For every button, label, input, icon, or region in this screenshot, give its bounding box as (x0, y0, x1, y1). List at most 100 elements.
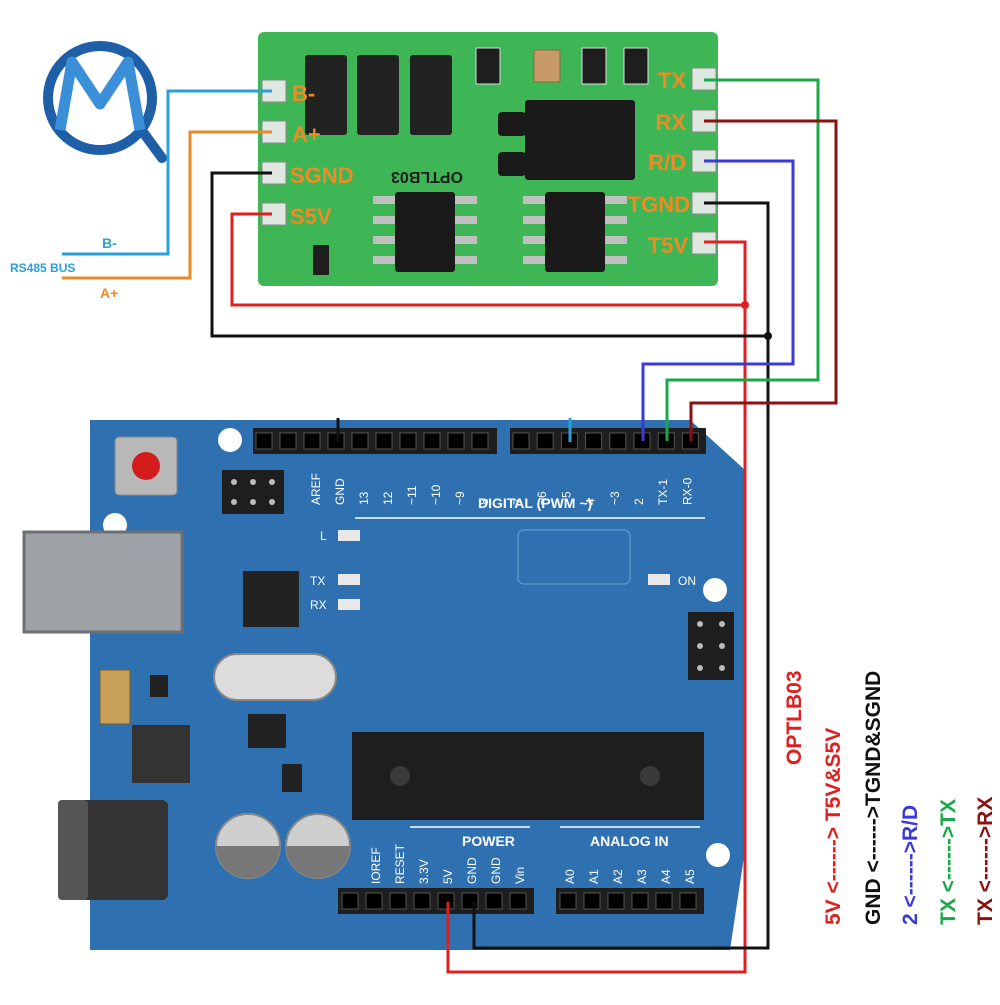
fuse (99, 669, 131, 725)
resistor-1 (475, 47, 501, 85)
logo-m-letter (54, 56, 146, 131)
header-hole (327, 432, 345, 450)
header-hole (583, 892, 601, 910)
diode-2 (357, 55, 399, 135)
power-title: POWER (462, 833, 515, 849)
header-hole (341, 892, 359, 910)
led-tx (338, 574, 360, 585)
analog-pin-label: A5 (683, 869, 697, 884)
connection-wires (210, 78, 838, 974)
wire-sgnd (210, 171, 768, 338)
transistor-1 (498, 112, 526, 136)
led-label-l: L (320, 529, 327, 543)
capacitor-1 (533, 49, 561, 83)
regulator (525, 100, 635, 180)
wire-pin2-rd (641, 159, 795, 441)
usb-port (22, 530, 184, 634)
optocoupler-1 (395, 192, 455, 272)
icsp-header-right (688, 612, 734, 680)
digital-pin-label: ~9 (453, 491, 467, 505)
pin-label-rd: R/D (648, 150, 686, 175)
legend-line-tx: TX <------>TX (937, 799, 960, 925)
digital-pin-label: GND (333, 478, 347, 505)
header-hole (303, 432, 321, 450)
silk-outline (517, 529, 631, 585)
digital-pin-label: TX-1 (656, 479, 670, 505)
header-analog (556, 888, 704, 914)
pin-label-sgnd: SGND (290, 163, 354, 188)
header-hole (509, 892, 527, 910)
junction-5v (741, 301, 749, 309)
header-hole (279, 432, 297, 450)
left-pin-labels: B- A+ SGND S5V (290, 81, 354, 229)
pin-label-s5v: S5V (290, 204, 332, 229)
pin-label-t5v: T5V (648, 233, 689, 258)
analog-pin-label: A2 (611, 869, 625, 884)
power-pin-label: RESET (393, 843, 407, 884)
junction-gnd (764, 332, 772, 340)
led-rx (338, 599, 360, 610)
logo-stars: ★ ★ ★ (84, 127, 123, 141)
digital-pin-label: 7 (511, 498, 525, 505)
transistor-2 (498, 152, 526, 176)
optocoupler-2 (545, 192, 605, 272)
capacitor-b-band (286, 846, 350, 878)
mount-hole-1 (218, 428, 242, 452)
bus-label-b-minus: B- (102, 235, 117, 251)
module-name-silk: OPTLB03 (391, 168, 463, 185)
power-pin-label: 5V (441, 869, 455, 884)
header-hole (485, 892, 503, 910)
digital-pin-label: ~11 (405, 485, 419, 505)
brand-logo: ★ ★ ★ (43, 41, 167, 163)
digital-pin-label: 8 (477, 498, 491, 505)
header-hole (536, 432, 554, 450)
analog-pin-label: A3 (635, 869, 649, 884)
header-hole (559, 892, 577, 910)
digital-pin-label: 4 (584, 498, 598, 505)
header-hole (585, 432, 603, 450)
chip-dot-2 (640, 766, 660, 786)
chip-dot-1 (390, 766, 410, 786)
header-hole (609, 432, 627, 450)
bus-label-a-plus: A+ (100, 285, 118, 301)
diode-3 (410, 55, 452, 135)
pin-label-tgnd: TGND (628, 192, 690, 217)
power-pin-label: GND (489, 857, 503, 884)
diode-1 (305, 55, 347, 135)
digital-pin-label: AREF (309, 473, 323, 505)
resistor-2 (581, 47, 607, 85)
header-hole (447, 432, 465, 450)
rs485-bus: B- RS485 BUS A+ (10, 89, 272, 301)
smd-2 (248, 714, 286, 748)
power-pin-label: 3.3V (417, 859, 431, 884)
header-hole (607, 892, 625, 910)
bus-label: RS485 BUS (10, 261, 75, 275)
header-hole (413, 892, 431, 910)
header-hole (631, 892, 649, 910)
analog-pin-label: A0 (563, 869, 577, 884)
analog-pin-label: A4 (659, 869, 673, 884)
legend-line-rx: TX <------>RX (974, 797, 997, 925)
wire-rx-rx (689, 119, 838, 441)
power-pin-label: IOREF (369, 847, 383, 884)
pin-label-rx: RX (655, 110, 686, 135)
header-hole (655, 892, 673, 910)
led-label-tx: TX (310, 574, 325, 588)
led-label-rx: RX (310, 598, 327, 612)
header-hole (437, 892, 455, 910)
wire-5v-t5v (446, 240, 747, 974)
led-on (648, 574, 670, 585)
digital-pin-label: ~5 (559, 491, 573, 505)
logo-q-tail (135, 123, 167, 163)
legend: OPTLB03 5V <------> T5V&S5V GND <------>… (783, 670, 997, 925)
power-pin-label: Vin (513, 867, 527, 884)
pin-label-b-minus: B- (292, 81, 315, 106)
resistor-3 (623, 47, 649, 85)
digital-pin-label: 13 (357, 491, 371, 505)
